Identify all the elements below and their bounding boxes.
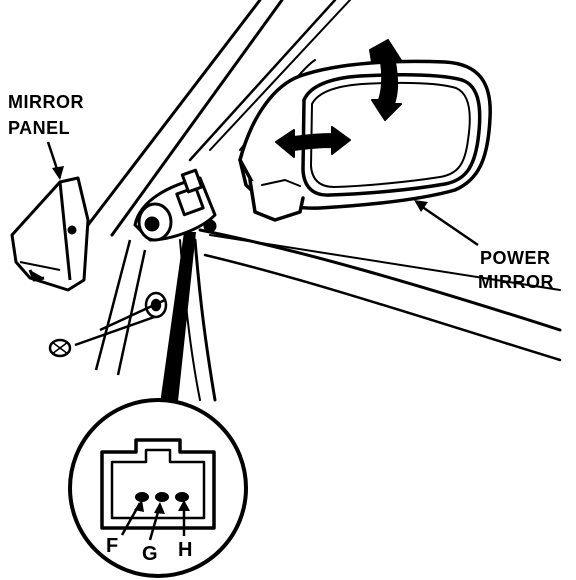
power-mirror-housing <box>238 59 492 222</box>
pin-label-f: F <box>106 535 118 557</box>
connector-detail <box>68 398 248 578</box>
mirror-mount <box>133 168 217 242</box>
connector-terminals <box>135 492 189 502</box>
terminal-f <box>135 492 149 502</box>
power-mirror-label-line2: MIRROR <box>478 272 554 292</box>
mirror-panel-arrowhead <box>52 166 64 180</box>
double-arrow-vertical-icon <box>369 39 403 121</box>
mirror-panel <box>10 176 90 292</box>
pin-label-h: H <box>178 539 192 561</box>
mirror-panel-label-line2: PANEL <box>8 118 70 138</box>
arrowheads <box>52 166 428 212</box>
double-arrow-horizontal-icon <box>275 126 351 158</box>
pin-arrowheads <box>134 500 190 514</box>
power-mirror-arrowhead <box>414 200 428 212</box>
door-inner-lines <box>94 239 166 376</box>
terminal-g <box>155 492 169 502</box>
terminal-h <box>175 492 189 502</box>
detail-leader <box>158 232 196 420</box>
mirror-panel-label-line1: MIRROR <box>8 92 84 112</box>
power-mirror-label-line1: POWER <box>480 248 551 268</box>
pin-label-g: G <box>142 543 158 565</box>
